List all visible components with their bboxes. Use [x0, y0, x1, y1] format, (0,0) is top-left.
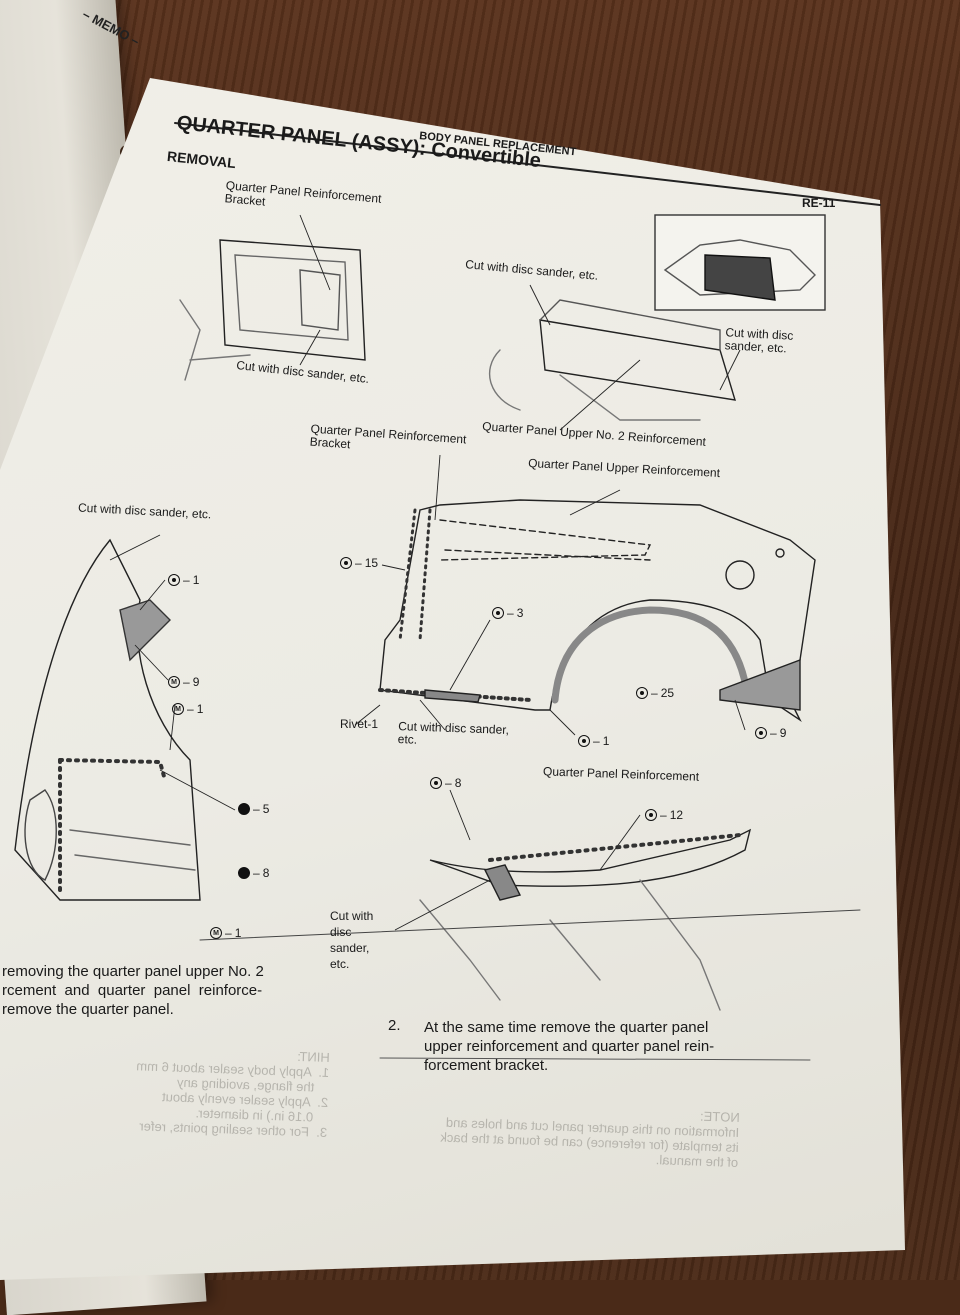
callout-mig-weld: M–1	[172, 702, 203, 716]
plug-weld-symbol-icon	[238, 803, 250, 815]
callout-plug-weld: –8	[238, 866, 269, 880]
bleed-through-note: NOTE: Information on this quarter panel …	[440, 1108, 740, 1170]
plug-weld-symbol-icon	[238, 867, 250, 879]
callout-spot-weld: –25	[636, 686, 674, 700]
diagram-drawings	[14, 122, 881, 1061]
weld-symbol-icon	[430, 777, 442, 789]
callout-spot-weld: –3	[492, 606, 523, 620]
weld-symbol-icon	[492, 607, 504, 619]
page-content: BODY PANEL REPLACEMENT QUARTER PANEL (AS…	[2, 112, 881, 1170]
section-divider	[199, 909, 861, 941]
callout-spot-weld: –1	[168, 573, 199, 587]
left-detail-view	[14, 538, 201, 901]
lower-reinforcement-view	[429, 828, 752, 887]
callout-mig-weld: M–9	[168, 675, 199, 689]
step-2-text: At the same time remove the quarter pane…	[424, 1019, 715, 1074]
label-cut-mid: Cut with disc sander, etc.	[397, 719, 510, 747]
mig-weld-symbol-icon: M	[172, 703, 184, 715]
weld-symbol-icon	[340, 557, 352, 569]
callout-spot-weld: –15	[340, 556, 378, 570]
label-cut-bottom: Cut with disc sander, etc.	[330, 909, 374, 971]
step-1-text: removing the quarter panel upper No. 2 r…	[2, 963, 264, 1018]
bracket-view	[219, 239, 366, 361]
callout-spot-weld: –9	[755, 726, 786, 740]
label-rivet: Rivet-1	[340, 717, 379, 731]
header-rule	[174, 122, 881, 206]
upper-no2-view	[539, 319, 736, 401]
step-2-number: 2.	[388, 1017, 401, 1034]
callout-plug-weld: –5	[238, 802, 269, 816]
bleed-through-hint: HINT: 1. Apply body sealer about 6 mm th…	[136, 1048, 330, 1140]
callout-mig-weld: M–1	[210, 926, 241, 940]
mig-weld-symbol-icon: M	[168, 676, 180, 688]
callout-spot-weld: –12	[645, 808, 683, 822]
weld-symbol-icon	[168, 574, 180, 586]
callout-spot-weld: –1	[578, 734, 609, 748]
page-number: RE-11	[802, 196, 836, 210]
callout-spot-weld: –8	[430, 776, 461, 790]
weld-symbol-icon	[645, 809, 657, 821]
mig-weld-symbol-icon: M	[210, 927, 222, 939]
weld-symbol-icon	[755, 727, 767, 739]
weld-symbol-icon	[636, 687, 648, 699]
label-cut-far-right: Cut with disc sander, etc.	[724, 325, 794, 356]
weld-symbol-icon	[578, 735, 590, 747]
